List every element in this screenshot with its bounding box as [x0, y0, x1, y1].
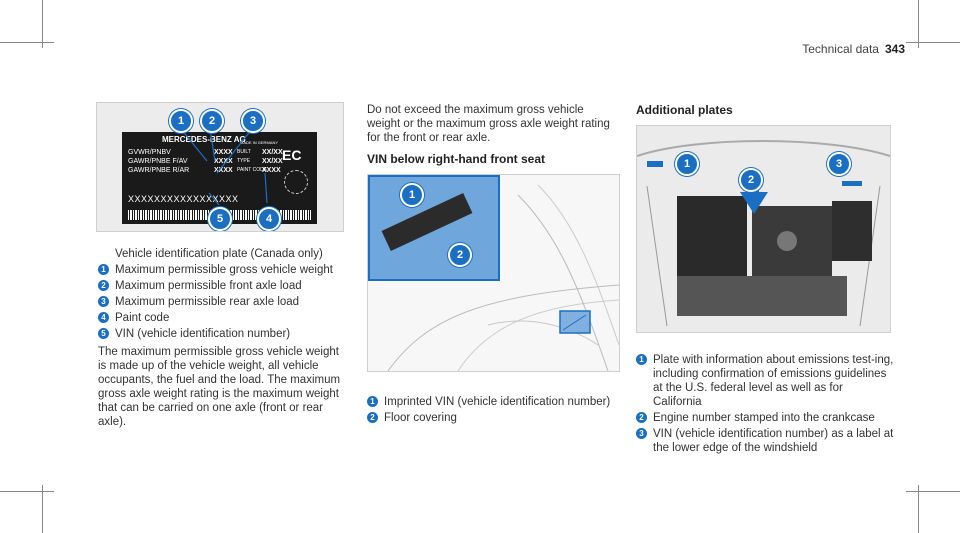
page-number: 343: [884, 42, 905, 56]
list-item: 4 Paint code: [98, 311, 348, 325]
callout-2: 2: [200, 109, 224, 133]
plate-value: XXXX: [262, 167, 281, 174]
section-title: Technical data: [802, 42, 879, 56]
col2-legend: 1 Imprinted VIN (vehicle identification n…: [367, 395, 627, 427]
page-header: Technical data 343: [735, 42, 905, 56]
section-heading: VIN below right-hand front seat: [367, 152, 546, 166]
engine-illustration: [637, 140, 890, 327]
crop-mark: [42, 485, 43, 533]
callout-2: 2: [739, 168, 763, 192]
crop-mark: [42, 0, 43, 48]
list-item: 5 VIN (vehicle identification number): [98, 327, 348, 341]
list-item: 1 Imprinted VIN (vehicle identification n…: [367, 395, 627, 409]
list-item: 3 VIN (vehicle identification number) as …: [636, 427, 894, 455]
list-item: 3 Maximum permissible rear axle load: [98, 295, 348, 309]
callout-1: 1: [675, 152, 699, 176]
plate-maker: MERCEDES-BENZ AG: [162, 135, 246, 144]
seat-illustration: [387, 184, 619, 371]
seat-figure: 1 2: [367, 174, 620, 372]
plate-vin: XXXXXXXXXXXXXXXXX: [128, 194, 239, 204]
legend-text: VIN (vehicle identification number): [115, 328, 291, 340]
col1-text: Vehicle identification plate (Canada onl…: [98, 247, 348, 429]
legend-text: Paint code: [115, 312, 170, 324]
legend-text: Engine number stamped into the crankcase: [653, 412, 875, 424]
crop-mark: [0, 491, 54, 492]
inset-box: [368, 175, 500, 281]
plate-row-label: GVWR/PNBV: [128, 149, 171, 156]
callout-1: 1: [169, 109, 193, 133]
engine-figure: 1 2 3: [636, 125, 891, 333]
crop-mark: [0, 42, 54, 43]
legend-text: Maximum permissible front axle load: [115, 280, 302, 292]
callout-lines: [180, 128, 268, 206]
bullet-number: 1: [367, 396, 378, 407]
bullet-number: 4: [98, 312, 109, 323]
plate-value: XXXX: [214, 158, 233, 165]
legend-text: Floor covering: [384, 412, 457, 424]
plate-tag: TYPE: [237, 158, 251, 164]
figure-caption: Vehicle identification plate (Canada onl…: [115, 248, 323, 260]
list-item: 1 Maximum permissible gross vehicle weigh…: [98, 263, 348, 277]
bullet-number: 3: [636, 428, 647, 439]
plate-tag: BUILT: [237, 149, 251, 155]
bullet-number: 2: [367, 412, 378, 423]
list-item: 2 Floor covering: [367, 411, 627, 425]
plate-tag-values: XX/XX XX/XX XXXX: [262, 148, 283, 175]
col2-intro: Do not exceed the maximum gross vehicle …: [367, 104, 610, 144]
crop-mark: [918, 485, 919, 533]
bullet-number: 3: [98, 296, 109, 307]
list-item: 2 Engine number stamped into the crankcas…: [636, 411, 894, 425]
seal-icon: [284, 170, 308, 194]
ec-mark: EC: [282, 147, 302, 163]
body-paragraph: The maximum permissible gross vehicle we…: [98, 346, 341, 428]
col3-legend: 1 Plate with information about emissions …: [636, 353, 894, 457]
legend-text: Imprinted VIN (vehicle identification nu…: [384, 396, 611, 408]
plate-row-values: XXXX XXXX XXXX: [214, 148, 233, 175]
callout-3: 3: [241, 109, 265, 133]
plate-value: XXXX: [214, 149, 233, 156]
legend-text: Maximum permissible rear axle load: [115, 296, 300, 308]
callout-2: 2: [448, 243, 472, 267]
callout-3: 3: [827, 152, 851, 176]
callout-5: 5: [208, 207, 232, 231]
list-item: 2 Maximum permissible front axle load: [98, 279, 348, 293]
plate-tags: BUILT TYPE PAINT CODE: [237, 148, 267, 175]
legend-list: 1 Maximum permissible gross vehicle weigh…: [98, 263, 348, 341]
crop-mark: [906, 42, 960, 43]
section-heading: Additional plates: [636, 103, 733, 117]
plate-value: XX/XX: [262, 158, 283, 165]
crop-mark: [906, 491, 960, 492]
bullet-number: 5: [98, 328, 109, 339]
plate-value: XXXX: [214, 167, 233, 174]
bullet-number: 2: [98, 280, 109, 291]
vehicle-plate-figure: MERCEDES-BENZ AG MADE IN GERMANY GVWR/PN…: [96, 102, 344, 232]
legend-text: Maximum permissible gross vehicle weight: [115, 264, 333, 276]
plate-tag: PAINT CODE: [237, 167, 268, 173]
plate-value: XX/XX: [262, 149, 283, 156]
plate-row-label: GAWR/PNBE F/AV: [128, 158, 188, 165]
crop-mark: [918, 0, 919, 48]
bullet-number: 1: [98, 264, 109, 275]
bullet-number: 1: [636, 354, 647, 365]
callout-1: 1: [400, 183, 424, 207]
bullet-number: 2: [636, 412, 647, 423]
callout-4: 4: [257, 207, 281, 231]
legend-text: VIN (vehicle identification number) as a…: [653, 428, 894, 454]
legend-text: Plate with information about emissions t…: [653, 354, 894, 408]
list-item: 1 Plate with information about emissions …: [636, 353, 894, 409]
plate-row-labels: GVWR/PNBV GAWR/PNBE F/AV GAWR/PNBE R/AR: [128, 148, 189, 175]
plate-made-in: MADE IN GERMANY: [240, 140, 279, 145]
down-arrow-icon: [740, 192, 768, 214]
plate-row-label: GAWR/PNBE R/AR: [128, 167, 190, 174]
